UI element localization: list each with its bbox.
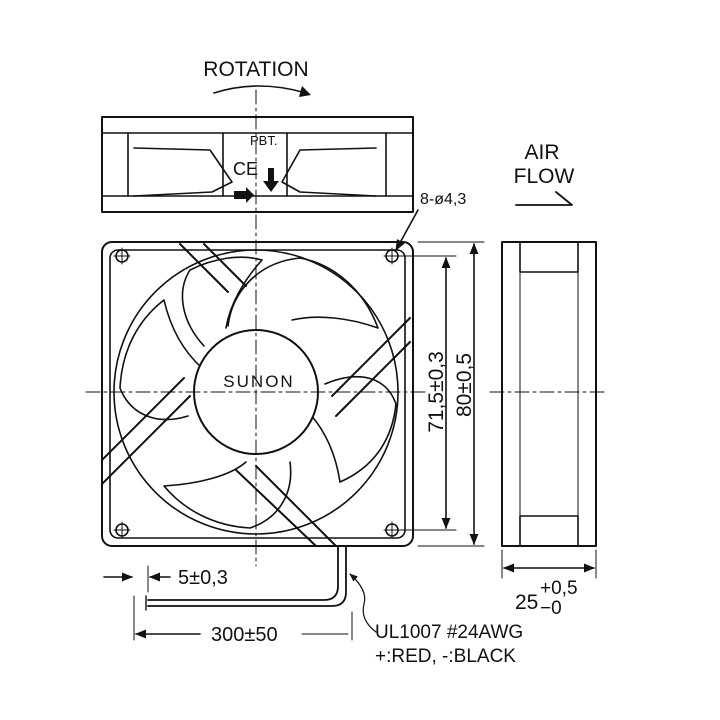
frame-size-label: 80±0,5: [453, 353, 476, 417]
thickness-upper-tolerance: +0,5: [540, 578, 578, 599]
lead-wires: 5±0,3 300±50 UL1007 #24AWG +:RED, -:BLAC…: [103, 545, 523, 667]
lead-length-label: 300±50: [211, 624, 278, 646]
rotation-direction-arrow-icon: [263, 168, 279, 192]
ce-mark: CE: [233, 159, 258, 179]
airflow-label-air: AIR: [524, 141, 559, 164]
fan-blade: [163, 461, 292, 529]
top-housing: [101, 116, 414, 213]
wire-spec-label: UL1007 #24AWG: [375, 622, 523, 643]
wire-colors-label: +:RED, -:BLACK: [375, 646, 516, 667]
hub-brand-label: SUNON: [223, 372, 294, 391]
strip-length-label: 5±0,3: [178, 567, 228, 589]
airflow-direction-arrow-icon: [234, 187, 254, 203]
rotation-arrowhead-icon: [299, 86, 311, 97]
lead-wire: [147, 545, 339, 601]
material-label: PBT.: [250, 133, 277, 148]
fan-blade: [309, 376, 397, 483]
mount-holes-label: 8-ø4,3: [420, 191, 466, 208]
front-view: SUNON 8-ø4,3: [85, 89, 609, 567]
wire-spec-leader: [349, 573, 377, 633]
thickness-nominal: 25: [515, 591, 538, 614]
fan-blade: [181, 256, 263, 347]
rotation-arrow: [213, 85, 307, 94]
airflow-arrow-icon: [515, 191, 573, 206]
frame-struts: [101, 243, 411, 547]
lead-wire: [147, 545, 347, 607]
side-flange-top: [519, 241, 579, 273]
airflow-label-flow: FLOW: [514, 165, 575, 188]
top-view: ROTATION PBT. CE: [101, 58, 414, 213]
blade-profile-left: [133, 147, 233, 197]
blade-profile-right: [281, 147, 377, 197]
hole-spacing-label: 71,5±0,3: [425, 351, 448, 433]
side-housing: [501, 241, 597, 547]
fan-frame: [101, 241, 414, 547]
side-view: 25 +0,5 −0: [501, 241, 597, 619]
rotation-label: ROTATION: [203, 58, 308, 81]
side-flange-bottom: [519, 515, 579, 547]
mount-holes-leader: [395, 209, 419, 251]
thickness-lower-tolerance: −0: [540, 598, 562, 619]
front-dimensions: 71,5±0,3 80±0,5: [397, 241, 485, 547]
airflow-indicator: AIR FLOW: [514, 141, 575, 206]
fan-blades: [119, 256, 397, 529]
centerlines: [85, 89, 609, 567]
fan-blade: [227, 257, 379, 329]
